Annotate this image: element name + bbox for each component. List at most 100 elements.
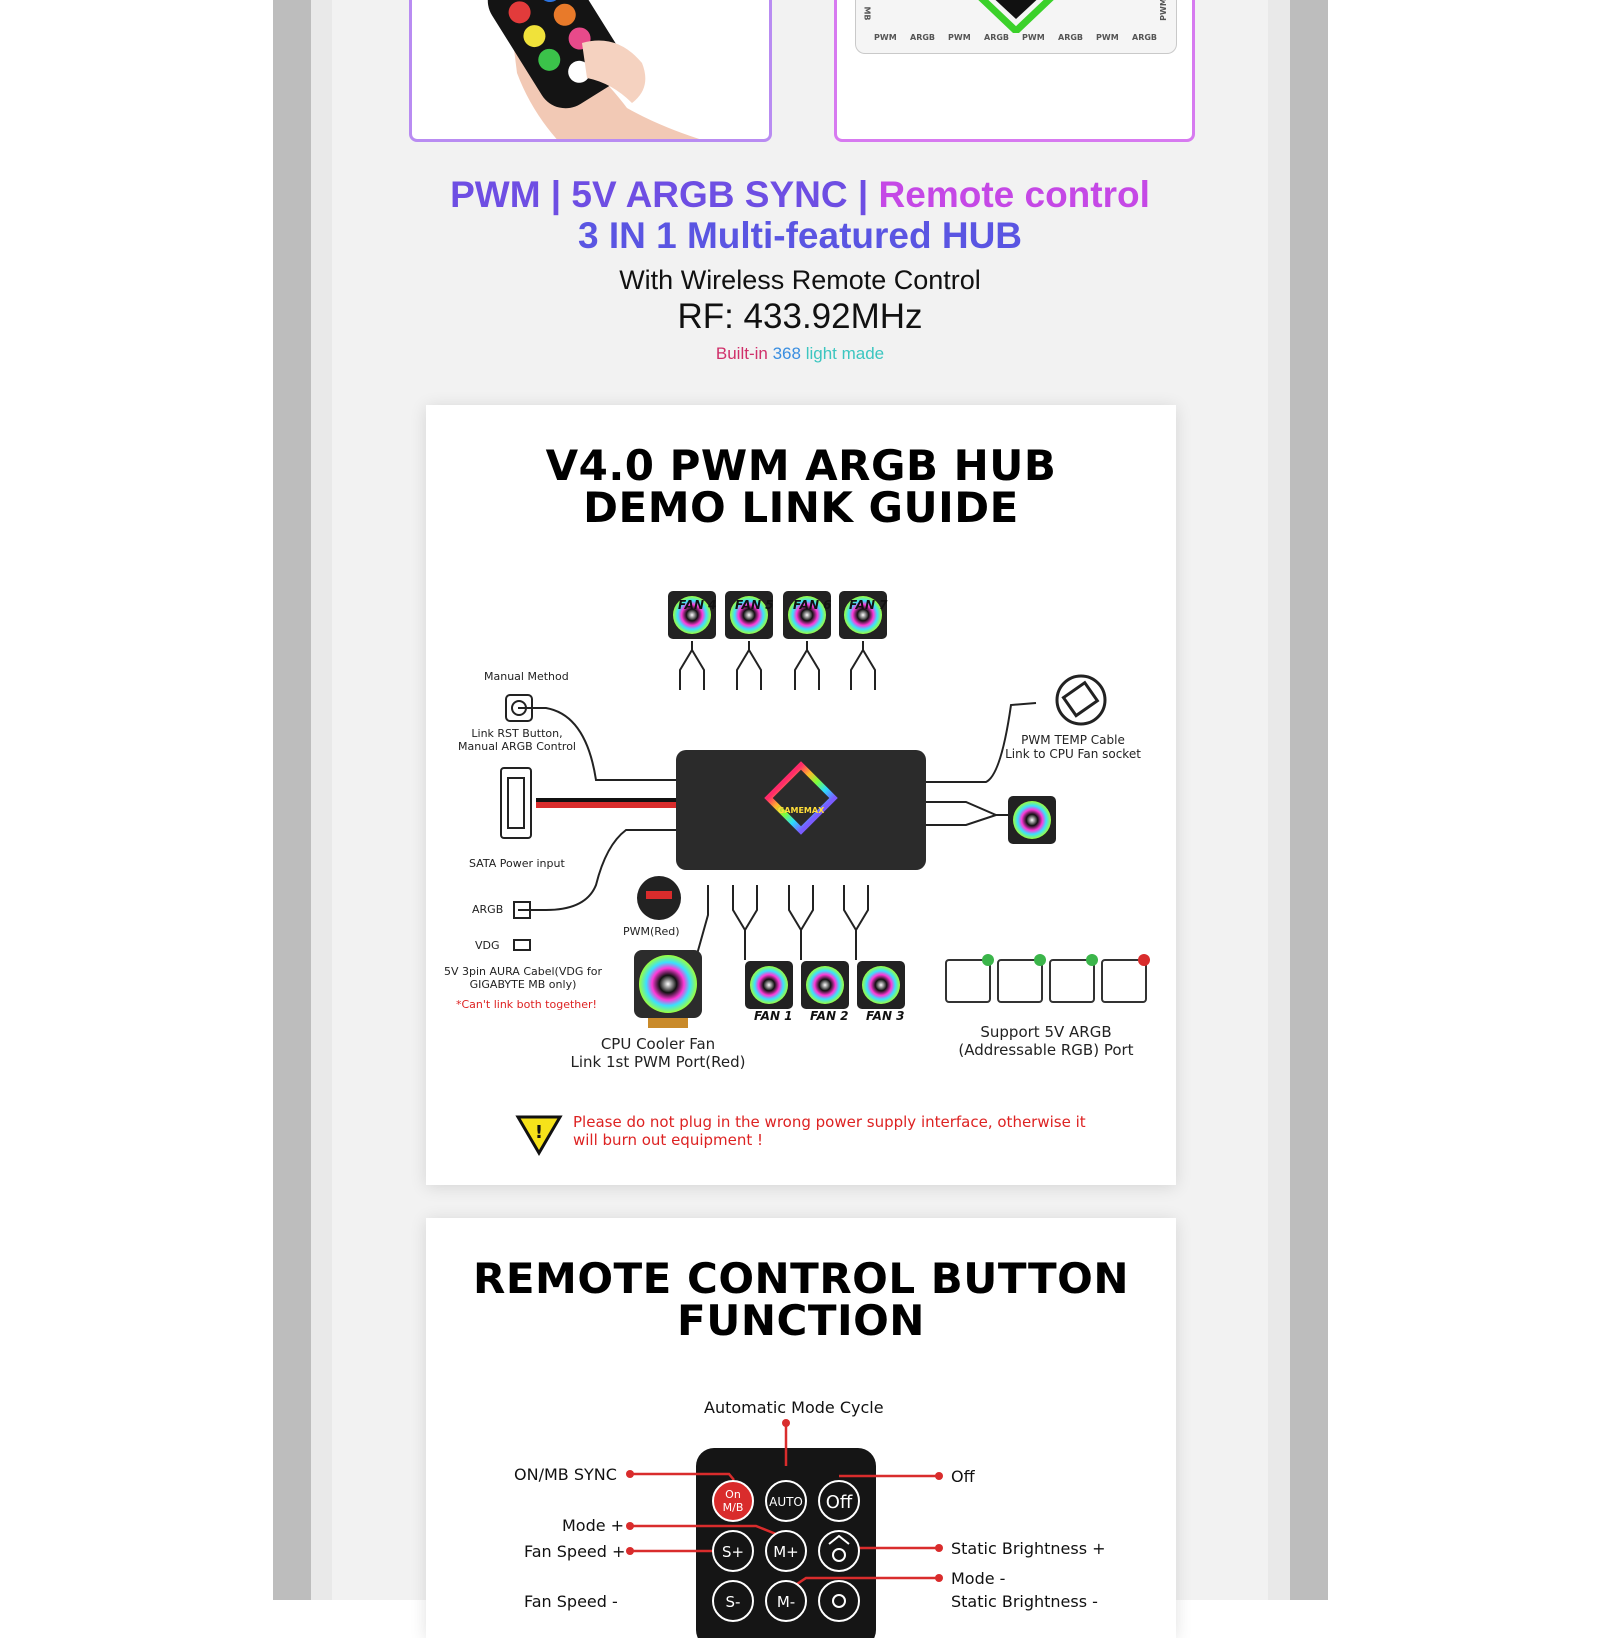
cpu-cooler-label: CPU Cooler Fan Link 1st PWM Port(Red) [568,1035,748,1071]
hub-side-label: PWM [1158,0,1168,21]
remote-function-card: REMOTE CONTROL BUTTON FUNCTION [426,1218,1176,1638]
remote-photo-card [409,0,772,142]
svg-text:S-: S- [726,1593,741,1611]
off-label: Off [951,1467,975,1486]
hub-port-label: ARGB [910,33,936,42]
link-guide-diagram: GAMEMAX [500,591,1150,1156]
mode-plus-label: Mode + [562,1516,625,1535]
hub-port-label: ARGB [1132,33,1158,42]
pwm-red-label: PWM(Red) [623,925,680,938]
cpu-plug [1055,674,1107,726]
cpu-line-1: CPU Cooler Fan [600,1035,716,1053]
headline-remote-control: Remote control [878,174,1150,215]
rst-line-2: Manual ARGB Control [458,740,576,753]
fan-1-label: FAN 1 [754,1009,793,1023]
light-suffix: light made [805,344,885,363]
svg-text:On: On [725,1488,741,1501]
support-line-2: (Addressable RGB) Port [958,1041,1134,1059]
argb-motherboards [945,954,1150,1003]
off-button [818,1480,860,1522]
hub-port-label: ARGB [984,33,1010,42]
auto-mode-cycle-label: Automatic Mode Cycle [704,1398,884,1417]
cpu-line-2: Link 1st PWM Port(Red) [570,1053,746,1071]
vdg-label: VDG [475,939,500,952]
svg-text:M-: M- [777,1593,795,1611]
headline-line-1: PWM | 5V ARGB SYNC | Remote control [332,176,1268,213]
temp-line-1: PWM TEMP Cable [1021,733,1125,747]
fan-3-label: FAN 3 [866,1009,905,1023]
warning-line-1: Please do not plug in the wrong power su… [573,1113,1086,1131]
temp-line-2: Link to CPU Fan socket [1005,747,1141,761]
warning-line-2: will burn out equipment ! [573,1131,764,1149]
hub-port-label: PWM [1022,33,1045,42]
argb-support-label: Support 5V ARGB (Addressable RGB) Port [946,1023,1146,1059]
rst-line-1: Link RST Button, [471,727,563,740]
mode-minus-label: Mode - [951,1569,1006,1588]
light-count: 368 [772,344,801,363]
hub-port-label: PWM [948,33,971,42]
svg-text:M/B: M/B [723,1501,744,1514]
svg-text:Off: Off [826,1492,853,1513]
remote-title-line-2: FUNCTION [677,1296,925,1345]
rst-button-label: Link RST Button, Manual ARGB Control [452,727,582,753]
svg-text:M+: M+ [773,1543,799,1561]
hub-device: GAMEMAX [676,750,926,870]
hub-port-label: PWM [1096,33,1119,42]
fan-5-label: FAN 5 [735,598,774,612]
argb-label: ARGB [472,903,504,916]
aura-line-2: GIGABYTE MB only) [469,978,577,991]
hub-side-label: MB [862,6,872,21]
rst-button [505,694,533,722]
rf-frequency: RF: 433.92MHz [677,297,923,336]
brightness-plus-button [818,1530,860,1572]
headline-line-2: 3 IN 1 Multi-featured HUB [577,215,1023,256]
bottom-fans [745,796,1056,1009]
warning-icon: ! [515,1115,563,1156]
remote-diagram: On M/B AUTO Off S+ M+ S- M- [626,1419,943,1638]
hub-photo: PWM ARGB PWM ARGB PWM ARGB PWM ARGB MB P… [855,0,1177,54]
hub-photo-card: PWM ARGB PWM ARGB PWM ARGB PWM ARGB MB P… [834,0,1195,142]
fan-speed-minus-label: Fan Speed - [524,1592,618,1611]
guide-title-line-1: V4.0 PWM ARGB HUB [545,441,1057,490]
auto-button [765,1480,807,1522]
aura-warning: *Can't link both together! [456,998,597,1011]
pwm-red-plug [637,876,681,920]
brightness-minus-button [818,1580,860,1622]
top-fans [668,591,887,690]
hub-brand: GAMEMAX [778,806,825,815]
hand-holding-remote-image [487,0,700,139]
bottom-cables [518,702,1037,966]
svg-text:AUTO: AUTO [769,1495,803,1509]
manual-method-label: Manual Method [484,670,569,683]
s-plus-button [712,1530,754,1572]
fan-speed-plus-label: Fan Speed + [524,1542,626,1561]
power-supply-warning: Please do not plug in the wrong power su… [573,1113,1086,1149]
support-line-1: Support 5V ARGB [980,1023,1112,1041]
aura-cable-label: 5V 3pin AURA Cabel(VDG for GIGABYTE MB o… [438,965,608,991]
argb-vdg-connectors [513,901,531,951]
headline-features: PWM | 5V ARGB SYNC | [450,174,879,215]
cpu-cooler [634,950,702,1028]
demo-link-guide-card: V4.0 PWM ARGB HUB DEMO LINK GUIDE [426,405,1176,1185]
guide-title-line-2: DEMO LINK GUIDE [583,483,1019,532]
hub-port-label: PWM [874,33,897,42]
pwm-temp-label: PWM TEMP Cable Link to CPU Fan socket [998,733,1148,761]
sata-power-label: SATA Power input [469,857,565,870]
built-in-text: Built-in [715,344,768,363]
m-plus-button [765,1530,807,1572]
hub-port-label: ARGB [1058,33,1084,42]
fan-6-label: FAN 6 [793,598,832,612]
svg-text:S+: S+ [722,1543,744,1561]
fan-7-label: FAN 7 [849,598,888,612]
remote-title-line-1: REMOTE CONTROL BUTTON [473,1254,1129,1303]
hub-led-shape [978,0,1054,33]
built-in-light-modes: Built-in 368 light made [332,344,1268,364]
fan-2-label: FAN 2 [810,1009,849,1023]
static-brightness-plus-label: Static Brightness + [951,1539,1106,1558]
fan-4-label: FAN 4 [678,598,717,612]
sata-connector [500,767,532,839]
on-mb-button [712,1480,754,1522]
aura-line-1: 5V 3pin AURA Cabel(VDG for [444,965,602,978]
on-mb-sync-label: ON/MB SYNC [514,1465,617,1484]
svg-text:!: ! [535,1122,543,1143]
